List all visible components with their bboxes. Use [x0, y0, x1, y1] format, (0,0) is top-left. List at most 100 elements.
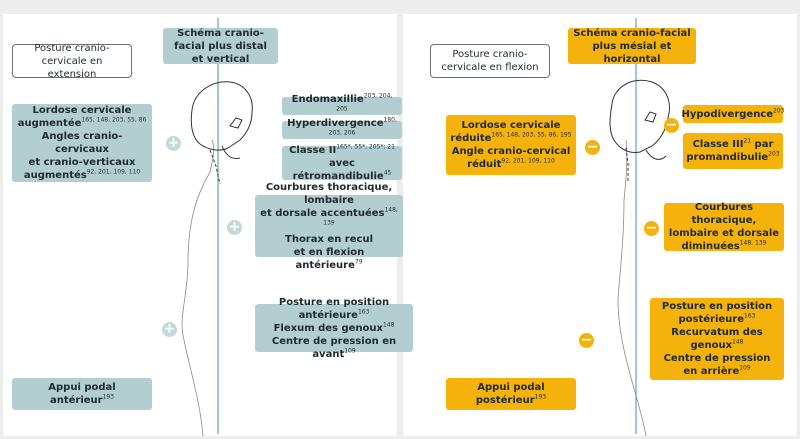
box-text-line: Centre de pression en avant109 — [259, 335, 409, 361]
box-text-line: Angles cranio-cervicaux — [16, 130, 148, 156]
box-text: Classe III — [692, 139, 744, 150]
box-text: Hypodivergence — [681, 108, 774, 120]
reference-superscript: 21 — [743, 137, 752, 145]
box-text-line: Lordose cervicale — [462, 119, 561, 132]
box-text-line: Appui podal antérieur193 — [16, 381, 148, 407]
reference-superscript: 163 — [357, 308, 370, 316]
skull-right — [609, 79, 670, 182]
reference-superscript: 193 — [102, 393, 115, 401]
box-text-line: Posture en position antérieure163 — [259, 296, 409, 322]
box-text: Flexum des genoux — [273, 322, 383, 334]
box-text: et en flexion antérieure — [293, 246, 365, 271]
box-text-line: augmentés92, 201, 109, 110 — [24, 169, 140, 182]
reference-superscript: 165, 148, 203, 55, 86 — [81, 116, 147, 124]
box-text-line: Centre de pression — [664, 352, 771, 365]
box-text: Angles cranio-cervicaux — [41, 131, 123, 155]
reference-superscript: 92, 201, 109, 110 — [501, 157, 555, 165]
box-text: Posture en position — [661, 301, 773, 312]
box-text: Posture en position antérieure — [278, 296, 390, 321]
reference-superscript: 180, 203, 206 — [328, 116, 397, 137]
box-text-line: diminuées148, 139 — [682, 240, 767, 253]
reference-superscript: 203, 204, 205 — [336, 92, 393, 113]
box-text: Courbures thoracique, lombaire — [265, 181, 393, 206]
reference-superscript: 79 — [354, 258, 363, 266]
schema-box-distal-vertical: Schéma cranio-facial plus distal et vert… — [163, 28, 278, 65]
reference-superscript: 203 — [768, 150, 780, 158]
box-text: augmentés — [23, 170, 87, 181]
header-extension: Posture cranio-cervicale en extension — [12, 43, 132, 80]
reference-superscript: 148, 139 — [323, 206, 398, 227]
box-text-line: Courbures thoracique, lombaire — [259, 181, 399, 207]
box-text-line: et dorsale accentuées148, 139 — [259, 207, 399, 233]
body-silhouette-left — [181, 139, 215, 437]
right-flexion-box-hypodivergence: Hypodivergence203 — [682, 105, 785, 123]
reference-superscript: 92, 201, 109, 110 — [86, 168, 141, 176]
box-text-line: Flexum des genoux148 — [274, 322, 395, 335]
box-text-line: Recurvatum des genoux148 — [654, 326, 780, 352]
schema-box-mesial-horizontal: Schéma cranio-facial plus mésial et hori… — [568, 28, 696, 65]
box-text-line: Posture en position — [662, 300, 772, 313]
plus-sign-middle: + — [227, 219, 242, 235]
reference-superscript: 148 — [382, 321, 395, 329]
plus-sign-upper: + — [166, 135, 181, 151]
box-text: Thorax en recul — [285, 233, 373, 245]
box-text: Lordose cervicale — [461, 120, 561, 131]
box-text-line: Lordose cervicale — [33, 104, 132, 117]
box-text-line: Hypodivergence203 — [682, 108, 785, 121]
box-text: Appui podal antérieur — [48, 382, 116, 406]
box-text-line: avec rétromandibulie45 — [286, 157, 398, 183]
reference-superscript: 165, 148, 203, 55, 86, 195 — [491, 131, 572, 139]
box-text: Recurvatum des genoux — [671, 327, 763, 351]
left-extension-box-foot: Appui podal antérieur193 — [12, 378, 152, 410]
reference-superscript: 165*, 55*, 205*; 21 — [336, 143, 395, 151]
reference-superscript: 193 — [534, 393, 547, 401]
box-text: postérieure — [678, 314, 745, 325]
box-text: Hyperdivergence — [287, 118, 384, 129]
box-text-line: Appui podal postérieur193 — [450, 381, 572, 407]
box-text: en arrière — [683, 366, 740, 377]
box-text: promandibulie — [686, 152, 769, 163]
minus-sign-cervical: − — [585, 139, 600, 155]
box-text: Angle cranio-cervical — [451, 146, 571, 157]
right-extension-box-endomaxillie: Endomaxillie203, 204, 205 — [282, 93, 402, 115]
box-text: Courbures thoracique, — [691, 202, 757, 226]
minus-sign-lower: − — [579, 332, 594, 348]
box-text-line: Angle cranio-cervical — [452, 145, 571, 158]
box-text: réduit — [467, 159, 502, 170]
box-text: Classe II — [289, 144, 337, 156]
box-text-line: augmentée165, 148, 203, 55, 86 — [18, 117, 147, 130]
box-text: diminuées — [681, 241, 740, 252]
box-text: lombaire et dorsale — [668, 228, 780, 239]
box-text-line: Courbures thoracique, — [668, 201, 780, 227]
box-text-continuation: par — [751, 139, 774, 150]
box-text-line: Endomaxillie203, 204, 205 — [286, 93, 398, 119]
right-flexion-box-thoracic: Courbures thoracique, lombaire et dorsale… — [664, 201, 784, 253]
minus-sign-thoracic: − — [644, 220, 659, 236]
box-text-line: et cranio-verticaux — [29, 156, 136, 169]
box-text: et dorsale accentuées — [260, 207, 385, 219]
box-text-line: réduite165, 148, 203, 55, 86, 195 — [450, 132, 571, 145]
box-text: augmentée — [17, 118, 82, 129]
box-text: Centre de pression en avant — [271, 335, 397, 360]
box-text: et cranio-verticaux — [28, 157, 136, 168]
box-text: Lordose cervicale — [32, 105, 132, 116]
box-text-line: réduit92, 201, 109, 110 — [467, 158, 555, 171]
body-silhouette-right — [617, 139, 647, 437]
minus-sign-face: − — [664, 117, 679, 133]
reference-superscript: 148, 139 — [739, 239, 767, 247]
box-text: réduite — [450, 133, 492, 144]
skull-left — [190, 81, 253, 185]
box-text-line: promandibulie203 — [686, 151, 779, 164]
reference-superscript: 203 — [773, 107, 785, 115]
box-text-line: Classe II165*, 55*, 205*; 21 — [289, 144, 395, 157]
box-text-line: et en flexion antérieure79 — [259, 246, 399, 272]
box-text: Endomaxillie — [291, 94, 364, 105]
box-text: avec rétromandibulie — [292, 157, 384, 182]
reference-superscript: 163 — [744, 312, 756, 320]
